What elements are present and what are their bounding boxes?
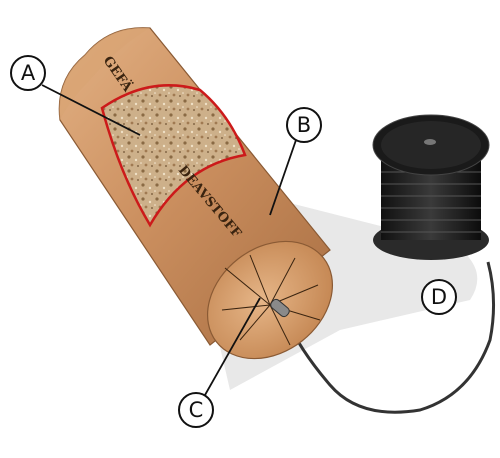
callout-label-a: A (21, 61, 36, 85)
leader-line-b (269, 139, 297, 216)
callout-d: D (421, 279, 457, 315)
spool-icon (372, 114, 490, 260)
leader-line-c (204, 297, 261, 396)
callout-a: A (10, 55, 46, 91)
detonator-cable (285, 261, 496, 414)
cutaway-window (100, 84, 247, 228)
fuse-icon (270, 298, 290, 318)
callout-label-c: C (189, 398, 204, 422)
callout-label-b: B (297, 113, 311, 137)
callout-label-d: D (431, 285, 447, 309)
callout-b: B (286, 107, 322, 143)
leader-line-a (41, 84, 141, 136)
callout-c: C (178, 392, 214, 428)
